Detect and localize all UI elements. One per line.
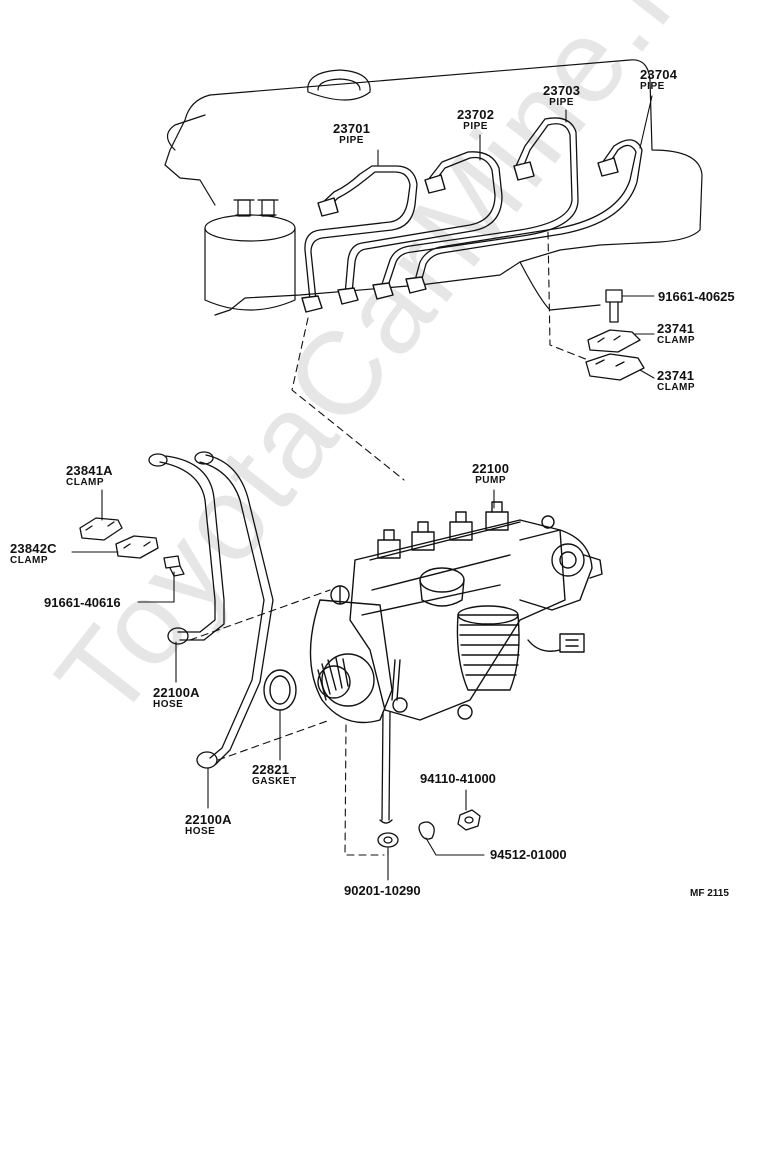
part-number: 22100A [153,685,200,700]
injection-pump-body [309,501,603,724]
part-name: HOSE [153,699,184,710]
label-23704: 23704 PIPE [640,68,677,92]
gasket-ring [263,669,297,711]
label-22821: 22821 GASKET [252,763,297,787]
part-number: 23701 [333,121,371,136]
label-22100-pump: 22100 PUMP [472,462,509,486]
fuel-hoses [148,451,274,769]
label-22100A-lower: 22100A HOSE [185,813,232,837]
label-91661-40625: 91661-40625 [658,289,735,304]
part-name: CLAMP [10,555,49,566]
part-number: 22100 [472,461,510,476]
label-23741-bottom: 23741 CLAMP [657,369,695,393]
label-22100A-upper: 22100A HOSE [153,686,200,710]
clamp-bolt-group [585,289,645,381]
label-94512-01000: 94512-01000 [490,847,567,862]
part-name: HOSE [185,826,216,837]
part-number: 23703 [543,83,581,98]
injection-pipes [304,117,643,301]
part-number: 22821 [252,762,290,777]
part-number: 23842C [10,541,57,556]
figure-code: MF 2115 [690,888,729,899]
assembly-dashed-lines [189,231,589,856]
dipstick-rod [379,711,393,824]
part-name: CLAMP [657,335,696,346]
part-name: PIPE [339,135,364,146]
part-name: PIPE [463,121,488,132]
label-23703: 23703 PIPE [543,84,580,108]
part-name: CLAMP [66,477,105,488]
label-90201-10290: 90201-10290 [344,883,421,898]
label-23701: 23701 PIPE [333,122,370,146]
label-91661-40616: 91661-40616 [44,595,121,610]
label-23741-top: 23741 CLAMP [657,322,695,346]
part-name: GASKET [252,776,297,787]
part-name: PIPE [640,81,665,92]
part-number: 23741 [657,368,695,383]
nut-washers [377,809,481,848]
leader-lines [71,95,655,881]
hose-clamps [79,517,185,577]
part-number: 23704 [640,67,678,82]
label-23841A: 23841A CLAMP [66,464,113,488]
engine-block-outline [164,59,703,316]
part-name: PUMP [475,475,507,486]
part-name: CLAMP [657,382,696,393]
label-23702: 23702 PIPE [457,108,494,132]
label-94110-41000: 94110-41000 [420,771,496,786]
pipe-fittings [301,157,619,313]
label-23842C: 23842C CLAMP [10,542,57,566]
part-number: 23702 [457,107,495,122]
part-number: 23741 [657,321,695,336]
part-number: 22100A [185,812,232,827]
part-number: 23841A [66,463,113,478]
part-name: PIPE [549,97,574,108]
